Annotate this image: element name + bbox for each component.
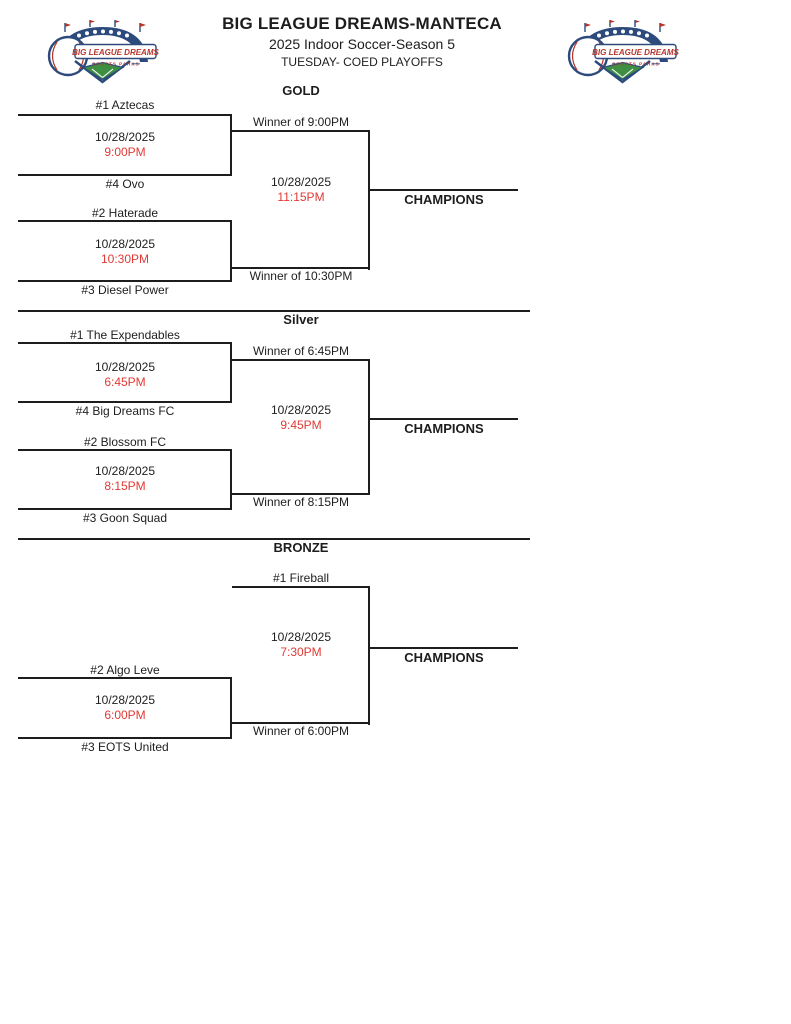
logo-subtext: SPORTS PARKS — [92, 62, 139, 67]
bracket-vline — [230, 114, 232, 176]
team-label: #3 EOTS United — [81, 740, 169, 754]
final-time: 7:30PM — [280, 645, 322, 659]
page-title: BIG LEAGUE DREAMS-MANTECA — [222, 14, 502, 33]
bracket-hline — [18, 401, 232, 403]
logo-banner-text: BIG LEAGUE DREAMS — [592, 48, 679, 57]
match-time: 9:00PM — [104, 145, 146, 159]
team-label: #4 Ovo — [105, 177, 145, 191]
match-time: 6:00PM — [104, 708, 146, 722]
final-time: 9:45PM — [280, 418, 322, 432]
team-label: #2 Blossom FC — [83, 435, 167, 449]
bracket-hline — [232, 493, 370, 495]
bracket-hline — [18, 280, 232, 282]
match-time: 6:45PM — [104, 375, 146, 389]
team-label: #1 The Expendables — [70, 328, 180, 342]
champions-line — [370, 647, 518, 649]
team-label: #4 Big Dreams FC — [75, 404, 175, 418]
winner-label: Winner of 10:30PM — [249, 269, 353, 283]
team-label: #1 Fireball — [272, 571, 330, 585]
bracket-vline — [368, 359, 370, 495]
section-divider — [18, 310, 530, 312]
bracket-hline — [18, 342, 232, 344]
match-time: 10:30PM — [100, 252, 150, 266]
team-label: #1 Aztecas — [95, 98, 155, 112]
bracket-hline — [18, 737, 232, 739]
final-date: 10/28/2025 — [270, 175, 332, 189]
bracket-hline — [232, 722, 370, 724]
match-time: 8:15PM — [104, 479, 146, 493]
page-header: BIG LEAGUE DREAMS-MANTECA 2025 Indoor So… — [100, 13, 624, 71]
bracket-hline — [18, 220, 232, 222]
final-date: 10/28/2025 — [270, 630, 332, 644]
match-date: 10/28/2025 — [94, 693, 156, 707]
bracket-vline — [230, 342, 232, 403]
bracket-vline — [368, 130, 370, 270]
bracket-hline — [232, 359, 370, 361]
match-date: 10/28/2025 — [94, 130, 156, 144]
bracket-hline — [18, 508, 232, 510]
champions-line — [370, 418, 518, 420]
section-title-gold: GOLD — [282, 83, 320, 98]
bracket-hline — [18, 114, 232, 116]
section-title-silver: Silver — [283, 312, 319, 327]
team-label: #2 Haterade — [91, 206, 159, 220]
match-date: 10/28/2025 — [94, 360, 156, 374]
logo-subtext: SPORTS PARKS — [612, 62, 659, 67]
team-label: #3 Goon Squad — [82, 511, 168, 525]
bracket-vline — [230, 449, 232, 510]
page-subtitle: 2025 Indoor Soccer-Season 5 — [268, 36, 455, 52]
bracket-hline — [232, 130, 370, 132]
winner-label: Winner of 9:00PM — [252, 115, 350, 129]
final-time: 11:15PM — [277, 190, 325, 204]
team-label: #3 Diesel Power — [81, 283, 169, 297]
winner-label: Winner of 8:15PM — [252, 495, 350, 509]
champions-label: CHAMPIONS — [404, 650, 484, 665]
team-label: #2 Algo Leve — [90, 663, 160, 677]
bracket-hline — [18, 174, 232, 176]
big-league-dreams-logo: BIG LEAGUE DREAMS SPORTS PARKS — [567, 20, 680, 84]
final-date: 10/28/2025 — [270, 403, 332, 417]
bracket-hline — [232, 267, 370, 269]
champions-label: CHAMPIONS — [404, 192, 484, 207]
champions-label: CHAMPIONS — [404, 421, 484, 436]
match-date: 10/28/2025 — [94, 237, 156, 251]
bracket-vline — [230, 220, 232, 282]
bracket-vline — [230, 677, 232, 739]
bracket-hline — [18, 677, 232, 679]
match-date: 10/28/2025 — [94, 464, 156, 478]
winner-label: Winner of 6:00PM — [252, 724, 350, 738]
big-league-dreams-logo: BIG LEAGUE DREAMS SPORTS PARKS — [47, 20, 160, 84]
bracket-hline — [232, 586, 370, 588]
champions-line — [370, 189, 518, 191]
winner-label: Winner of 6:45PM — [252, 344, 350, 358]
logo-banner-text: BIG LEAGUE DREAMS — [72, 48, 159, 57]
section-title-bronze: BRONZE — [273, 540, 329, 555]
section-divider — [18, 538, 530, 540]
bracket-hline — [18, 449, 232, 451]
bracket-vline — [368, 586, 370, 725]
page-subtitle-division: TUESDAY- COED PLAYOFFS — [281, 55, 443, 69]
